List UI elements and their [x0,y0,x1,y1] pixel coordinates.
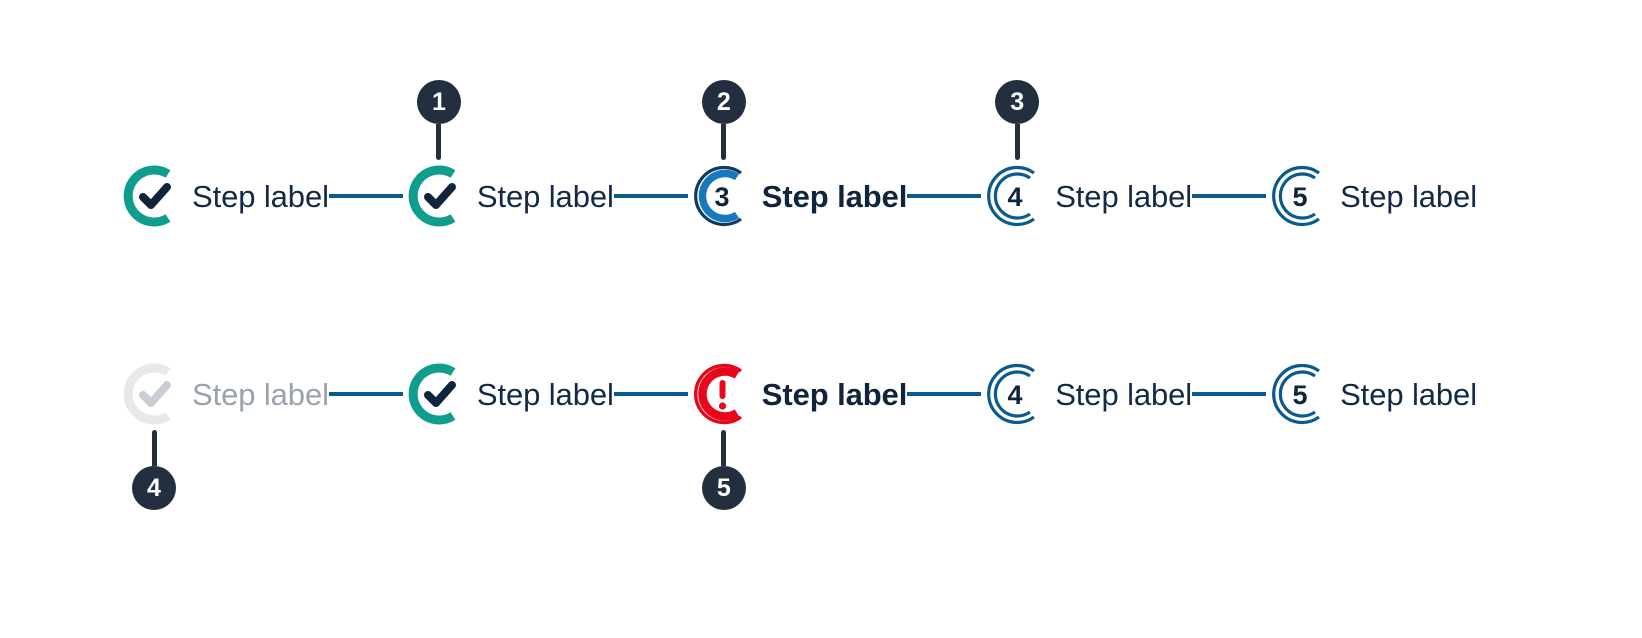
step-number: 5 [1293,182,1308,212]
step-number: 4 [1008,380,1023,410]
step-connector [1192,194,1267,198]
annotation-badge-number: 3 [995,80,1040,124]
pending-ring-icon: 4 [981,160,1053,232]
pending-ring-icon: 5 [1266,358,1338,430]
step-connector [907,194,982,198]
check-circle-icon [118,160,190,232]
step-item[interactable]: 5 Step label [1266,160,1477,232]
pending-ring-icon: 5 [1266,160,1338,232]
annotation-badge[interactable]: 4 [132,430,176,510]
annotation-badge-number: 5 [701,466,746,510]
step-label: Step label [1055,376,1193,412]
step-label: Step label [192,178,329,214]
annotation-badge[interactable]: 3 [995,80,1040,160]
step-item[interactable]: 5 Step label [1266,358,1477,430]
annotation-badge[interactable]: 2 [701,80,746,160]
step-connector [907,392,982,396]
step-label: Step label [476,178,614,214]
step-label: Step label [192,376,329,412]
pending-ring-icon: 4 [981,358,1053,430]
step-label: Step label [476,376,614,412]
active-ring-icon: 3 [688,160,760,232]
annotation-badge[interactable]: 5 [701,430,746,510]
step-connector [328,194,403,198]
step-item[interactable]: 2 3 Step label [688,80,908,232]
error-ring-icon [688,358,760,430]
step-item[interactable]: Step label [403,358,614,430]
step-connector [613,194,688,198]
step-number: 5 [1293,380,1308,410]
step-item[interactable]: 1 Step label [403,80,614,232]
step-item[interactable]: 5 Step label [688,358,908,510]
annotation-badge-stem [721,124,727,160]
annotation-badge-stem [1014,124,1020,160]
step-item[interactable]: Step label [118,160,329,232]
check-circle-icon [403,160,475,232]
annotation-badge-stem [151,430,157,466]
step-label: Step label [1055,178,1193,214]
step-connector [328,392,403,396]
step-label: Step label [1340,178,1477,214]
check-circle-icon [118,358,190,430]
step-label: Step label [761,178,908,214]
step-label: Step label [1340,376,1477,412]
step-connector [613,392,688,396]
stepper-row-top: Step label 1 Step label 2 [0,80,1642,296]
annotation-badge-number: 2 [701,80,746,124]
stepper-row-bottom: 4 Step label Step label [0,294,1642,510]
annotation-badge-stem [436,124,442,160]
annotation-badge-stem [721,430,727,466]
step-item[interactable]: 3 4 Step label [981,80,1193,232]
step-item[interactable]: 4 Step label [981,358,1192,430]
annotation-badge-number: 4 [132,466,176,510]
step-item: 4 Step label [118,358,329,510]
annotation-badge-number: 1 [416,80,461,124]
annotation-badge[interactable]: 1 [416,80,461,160]
step-number: 4 [1008,182,1023,212]
step-number: 3 [714,182,729,212]
step-label: Step label [761,376,908,412]
step-connector [1192,392,1267,396]
check-circle-icon [403,358,475,430]
